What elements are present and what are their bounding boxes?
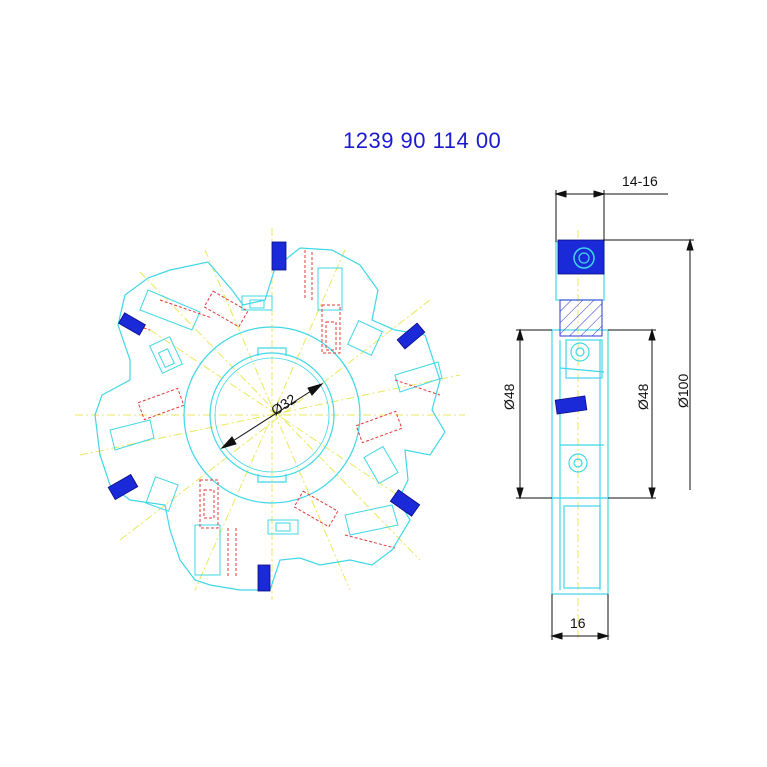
hatched-section [559,299,603,337]
hub-left-label: Ø48 [501,383,517,410]
hub-right-label: Ø48 [635,383,651,410]
keyway-top [257,347,287,356]
insert-pockets [109,267,443,576]
bore-circle [209,352,335,478]
side-screw-top [570,342,590,362]
front-view: Ø32 [75,228,465,600]
side-view: 14-16 Ø48 Ø48 Ø100 16 [501,173,694,640]
side-lower-block [551,497,609,595]
cutter-body-outline [94,247,446,591]
hub-outer-circle [183,326,361,504]
bore-dimension [220,383,324,449]
width-range-label: 14-16 [622,173,658,189]
outer-diameter-label: Ø100 [675,374,691,408]
bore-inner-circle [214,357,330,473]
keyway-bottom [257,474,287,483]
part-number-title: 1239 90 114 00 [343,128,502,153]
side-dimensions [516,190,694,640]
carbide-inserts [107,241,426,592]
side-insert-top [557,239,605,275]
side-insert-mid [554,395,588,415]
thickness-label: 16 [570,615,586,631]
side-screw-bottom [568,453,588,473]
hidden-features [119,250,441,578]
